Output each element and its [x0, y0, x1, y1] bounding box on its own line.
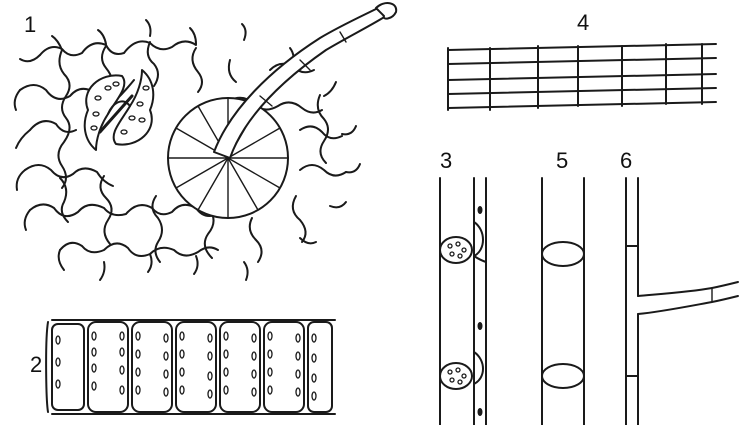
- stoma: [85, 70, 154, 150]
- cell-row-cells: [52, 322, 332, 412]
- panel-5-vessel: [542, 178, 584, 425]
- panel-1-epidermis: [15, 3, 397, 280]
- panel-6-branching-cell: [626, 178, 738, 425]
- panel-4-grid: [448, 44, 716, 110]
- glandular-hair: [168, 3, 396, 218]
- panel-2-cell-row: [46, 320, 335, 414]
- panel-3-sieve-tube: [440, 178, 486, 425]
